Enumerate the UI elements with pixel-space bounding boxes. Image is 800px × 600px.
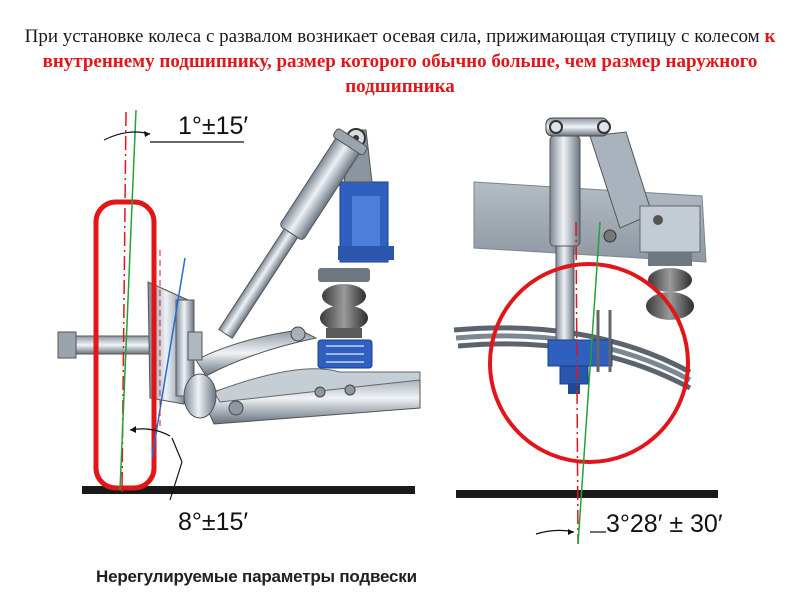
left-front-view [57, 109, 421, 501]
ground-line-left [82, 486, 415, 494]
diagram-caption: Нерегулируемые параметры подвески [96, 567, 417, 586]
ground-line-right [456, 490, 718, 498]
wheel-center-vertical [575, 221, 579, 545]
axle-clamp [547, 310, 613, 394]
wheel-outline-right [488, 262, 690, 464]
caster-annotation [535, 529, 606, 535]
axle-beam [199, 368, 421, 425]
camber-angle-label: 1°±15′ [178, 112, 249, 140]
right-side-view [453, 117, 718, 545]
camber-arrow-icon [144, 131, 150, 137]
caster-angle-label: 3°28′ ± 30′ [606, 510, 723, 538]
heading-text: При установке колеса с развалом возникае… [24, 26, 765, 47]
wheel-camber-axis [119, 109, 137, 491]
kingpin-arrow-icon [130, 426, 136, 433]
camber-annotation [103, 131, 244, 143]
steering-knuckle [57, 281, 217, 419]
king-pin-axis [151, 257, 186, 459]
bump-stop-left [318, 268, 370, 338]
caster-axis [577, 221, 601, 545]
shock-absorber-left [218, 128, 368, 339]
king-pin-annotation [129, 426, 183, 501]
king-pin-angle-label: 8°±15′ [178, 508, 249, 536]
heading-highlight: к внутреннему подшипнику, размер которог… [42, 26, 776, 97]
steering-arm [195, 329, 318, 377]
heading: При установке колеса с развалом возникае… [0, 24, 800, 99]
caster-arrow-icon [568, 529, 574, 535]
